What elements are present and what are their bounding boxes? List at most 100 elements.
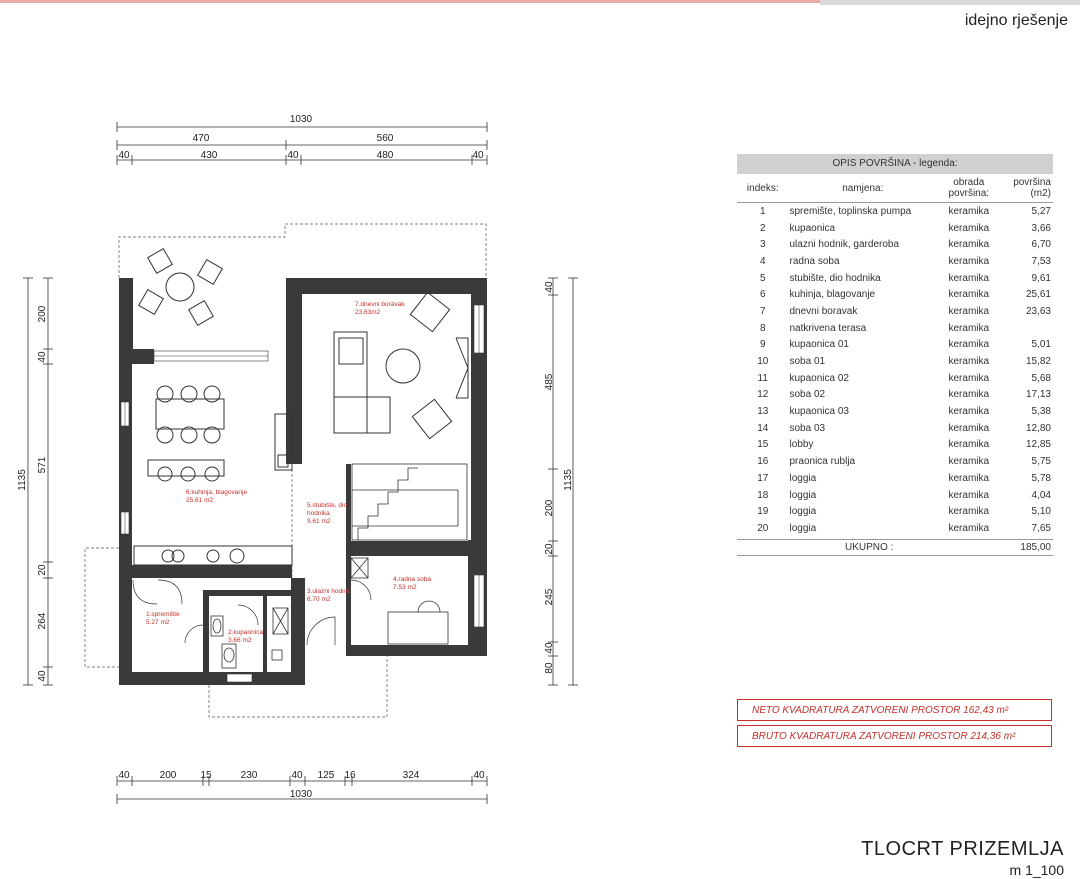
window-glass <box>124 305 480 627</box>
dim-top-d2: 430 <box>201 150 218 161</box>
row-purpose: loggia <box>789 472 817 484</box>
row-finish: keramika <box>948 205 990 217</box>
dim-bottom-d6: 125 <box>318 770 335 781</box>
row-finish: keramika <box>948 422 990 434</box>
floor-plan: 1030 470 560 40 430 40 480 40 1135 200 4… <box>17 114 578 804</box>
row-finish: keramika <box>948 272 990 284</box>
drawing-title: TLOCRT PRIZEMLJA <box>861 838 1064 860</box>
dim-left-s2: 40 <box>37 351 48 363</box>
dim-left-s3: 571 <box>37 456 48 473</box>
row-area: 5,01 <box>1031 339 1051 351</box>
dim-top-d1: 40 <box>118 150 130 161</box>
room-area-3: 6.70 m2 <box>307 596 331 603</box>
room-label-5: 5.stubište, dio <box>307 502 347 509</box>
dim-bottom-d2: 200 <box>160 770 177 781</box>
row-area: 5,75 <box>1031 456 1051 468</box>
row-area: 15,82 <box>1025 356 1051 368</box>
row-purpose: loggia <box>789 522 817 534</box>
neto-area-box: NETO KVADRATURA ZATVORENI PROSTOR 162,43… <box>737 699 1052 721</box>
dim-bottom-d3: 15 <box>200 770 212 781</box>
dim-right-s1: 40 <box>544 281 555 293</box>
dining-furniture <box>133 385 293 566</box>
row-area: 6,70 <box>1031 239 1051 251</box>
row-index: 13 <box>757 406 769 418</box>
col-index: indeks: <box>746 182 779 194</box>
row-index: 16 <box>757 456 769 468</box>
row-purpose: spremište, toplinska pumpa <box>789 205 912 217</box>
row-index: 1 <box>759 205 766 217</box>
row-index: 10 <box>757 356 769 368</box>
dim-bottom-total: 1030 <box>290 789 313 800</box>
row-purpose: radna soba <box>789 255 840 267</box>
row-area: 12,85 <box>1025 439 1051 451</box>
row-finish: keramika <box>948 255 990 267</box>
row-purpose: soba 02 <box>789 389 826 401</box>
row-area: 23,63 <box>1025 305 1051 317</box>
bottom-dimensions <box>116 776 488 804</box>
dim-top-d3: 40 <box>287 150 299 161</box>
legend-total-row: UKUPNO : 185,00 <box>737 538 1053 556</box>
room-area-6: 25.61 m2 <box>186 497 213 504</box>
terrace-table-set <box>138 248 223 326</box>
row-purpose: kupaonica 01 <box>789 339 850 351</box>
dim-right-s7: 80 <box>544 662 555 674</box>
row-purpose: ulazni hodnik, garderoba <box>789 239 900 251</box>
dim-left-total: 1135 <box>17 469 28 491</box>
col-purpose: namjena: <box>842 182 884 194</box>
top-title-fragment <box>820 0 1080 5</box>
top-accent-line <box>0 0 1080 3</box>
room-area-7: 23.63m2 <box>355 309 381 316</box>
dim-bottom-d5: 40 <box>291 770 303 781</box>
dim-bottom-d9: 40 <box>473 770 485 781</box>
row-finish: keramika <box>948 289 990 301</box>
door-swings <box>132 579 372 646</box>
row-finish: keramika <box>948 439 990 451</box>
dim-right-s3: 200 <box>544 499 555 516</box>
bruto-area-box: BRUTO KVADRATURA ZATVORENI PROSTOR 214,3… <box>737 725 1052 747</box>
room-label-2: 2.kupaonica <box>228 629 263 636</box>
row-area: 9,61 <box>1031 272 1051 284</box>
row-index: 20 <box>757 522 769 534</box>
row-index: 6 <box>759 289 766 301</box>
row-area: 4,04 <box>1031 489 1051 501</box>
row-finish: keramika <box>948 506 990 518</box>
row-finish: keramika <box>948 472 990 484</box>
row-index: 7 <box>759 305 766 317</box>
legend-title: OPIS POVRŠINA - legenda: <box>737 154 1053 174</box>
dim-top-d5: 40 <box>472 150 484 161</box>
row-index: 8 <box>759 322 766 334</box>
row-area: 7,65 <box>1031 522 1051 534</box>
dim-bottom-d7: 16 <box>344 770 356 781</box>
left-dimensions <box>23 277 53 686</box>
row-finish: keramika <box>948 522 990 534</box>
dim-right-total: 1135 <box>563 469 574 491</box>
row-index: 18 <box>757 489 769 501</box>
walls <box>119 278 487 685</box>
room-label-3: 3.ulazni hodnik <box>307 588 351 595</box>
legend-column-headers: indeks: namjena: obrada površina: površi… <box>737 174 1053 203</box>
row-finish: keramika <box>948 456 990 468</box>
top-dimensions <box>116 122 488 165</box>
row-purpose: soba 01 <box>789 356 826 368</box>
total-value: 185,00 <box>1020 541 1051 553</box>
row-index: 14 <box>757 422 769 434</box>
dim-top-d4: 480 <box>377 150 394 161</box>
dim-top-total: 1030 <box>290 114 313 125</box>
row-index: 17 <box>757 472 769 484</box>
right-dimensions <box>548 277 578 686</box>
row-finish: keramika <box>948 305 990 317</box>
dim-bottom-d4: 230 <box>241 770 258 781</box>
dim-left-s5: 264 <box>37 612 48 629</box>
row-area: 12,80 <box>1025 422 1051 434</box>
row-index: 9 <box>759 339 766 351</box>
